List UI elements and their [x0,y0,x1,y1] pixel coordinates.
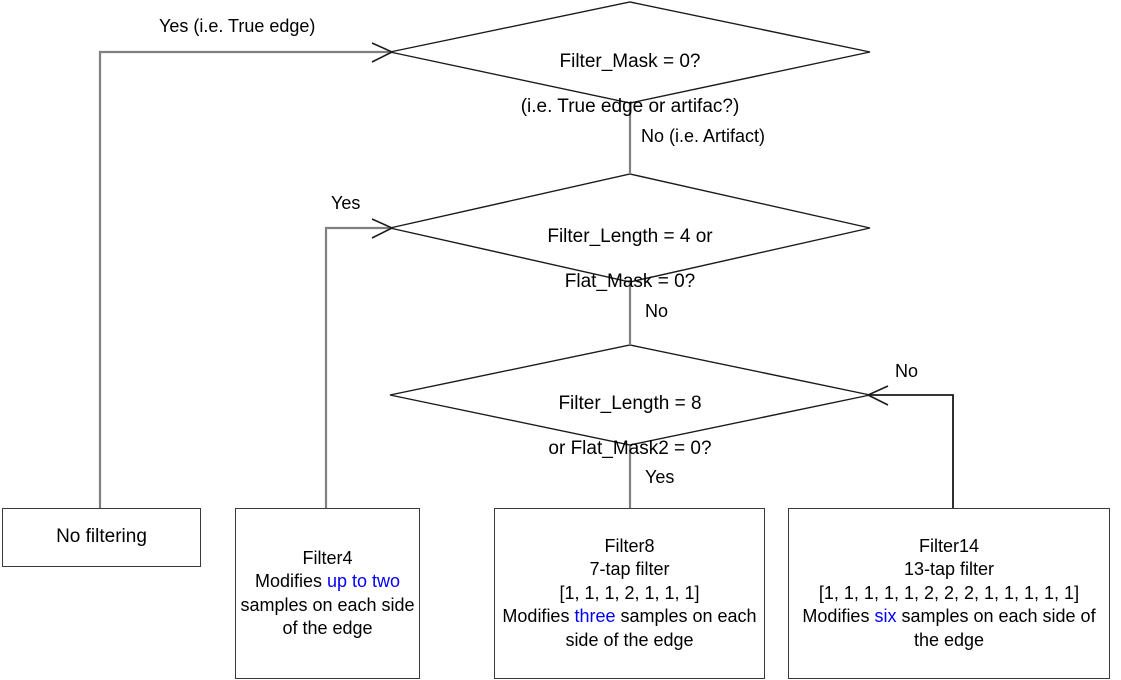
highlighted-text: three [574,606,616,627]
plain-text: Filter8 [604,536,655,557]
edge-label-no-to-filter8-decision: No [645,301,669,321]
plain-text: 7-tap filter [589,559,670,580]
edge-label-yes-filter8: Yes [645,467,675,487]
plain-text: samples on each side of the edge [240,594,415,638]
plain-text: Modifies [502,606,575,627]
plain-text: 13-tap filter [903,559,995,580]
arrowhead-no-filter14 [866,385,889,406]
terminal-text-line: [1, 1, 1, 2, 1, 1, 1] [499,582,760,605]
terminal-text-line: Filter4 [240,547,415,570]
terminal-box-no-filtering[interactable]: No filtering [2,508,201,567]
edge-label-no-artifact: No (i.e. Artifact) [641,126,766,146]
terminal-text-line: Filter14 [793,535,1105,558]
decision-diamond-filter-length-8 [389,344,871,446]
plain-text: Modifies [802,606,875,627]
connector-yes-true-edge [98,50,390,508]
highlighted-text: up to two [326,571,401,592]
edge-label-yes-filter4: Yes [331,193,361,213]
terminal-text-line: Modifies up to two samples on each side … [240,570,415,640]
plain-text: Modifies [254,571,327,592]
plain-text: [1, 1, 1, 2, 1, 1, 1] [559,582,700,603]
terminal-text-line: [1, 1, 1, 1, 1, 2, 2, 2, 1, 1, 1, 1, 1] [793,582,1105,605]
plain-text: Filter14 [918,536,980,557]
edge-label-no-filter14: No [895,361,919,381]
plain-text: samples on each side of the edge [896,606,1096,650]
terminal-text-line: 13-tap filter [793,558,1105,581]
terminal-text-line: No filtering [7,525,196,550]
edge-label-yes-true-edge: Yes (i.e. True edge) [159,16,316,36]
plain-text: Filter4 [302,547,353,568]
arrowhead-yes-true-edge [371,42,394,63]
terminal-text-line: Modifies six samples on each side of the… [793,605,1105,652]
terminal-text-line: Modifies three samples on each side of t… [499,605,760,652]
terminal-text-line: Filter8 [499,535,760,558]
connector-yes-filter4 [324,226,390,508]
plain-text: No filtering [56,526,147,548]
terminal-text-no-filtering: No filtering [3,525,200,550]
decision-diamond-filter-length-4 [389,173,871,283]
decision-diamond-filter-mask [389,1,871,104]
highlighted-text: six [874,606,897,627]
terminal-text-line: 7-tap filter [499,558,760,581]
arrowhead-yes-filter4 [371,218,394,239]
plain-text: samples on each side of the edge [565,606,757,650]
plain-text: [1, 1, 1, 1, 1, 2, 2, 2, 1, 1, 1, 1, 1] [818,582,1080,603]
connector-no-filter14 [870,394,954,508]
